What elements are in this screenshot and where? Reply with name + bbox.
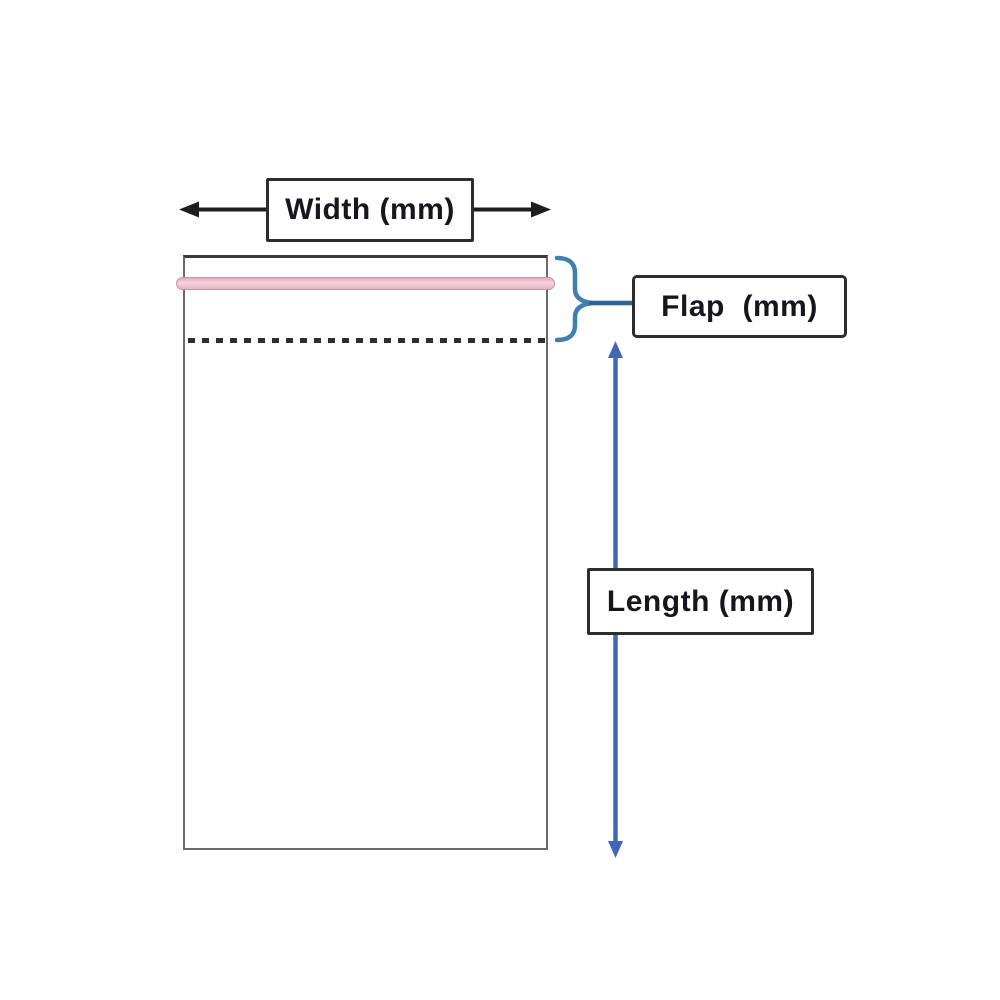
fold-dotted-line: [188, 338, 546, 343]
adhesive-strip: [176, 277, 555, 290]
width-label: Width (mm): [285, 193, 455, 226]
flap-brace-icon: [554, 255, 593, 343]
flap-label-box: Flap (mm): [632, 275, 847, 338]
flap-label: Flap (mm): [661, 289, 818, 323]
width-arrow-right-arrowhead-icon: [531, 201, 551, 218]
bag-outline: [183, 255, 548, 850]
width-arrow-left-arrowhead-icon: [179, 201, 199, 218]
length-arrow-top-arrowhead-icon: [608, 341, 623, 358]
length-arrow-bottom-arrowhead-icon: [608, 841, 623, 858]
length-label: Length (mm): [606, 584, 795, 618]
length-label-box: Length (mm): [587, 568, 814, 635]
width-label-box: Width (mm): [266, 178, 474, 242]
